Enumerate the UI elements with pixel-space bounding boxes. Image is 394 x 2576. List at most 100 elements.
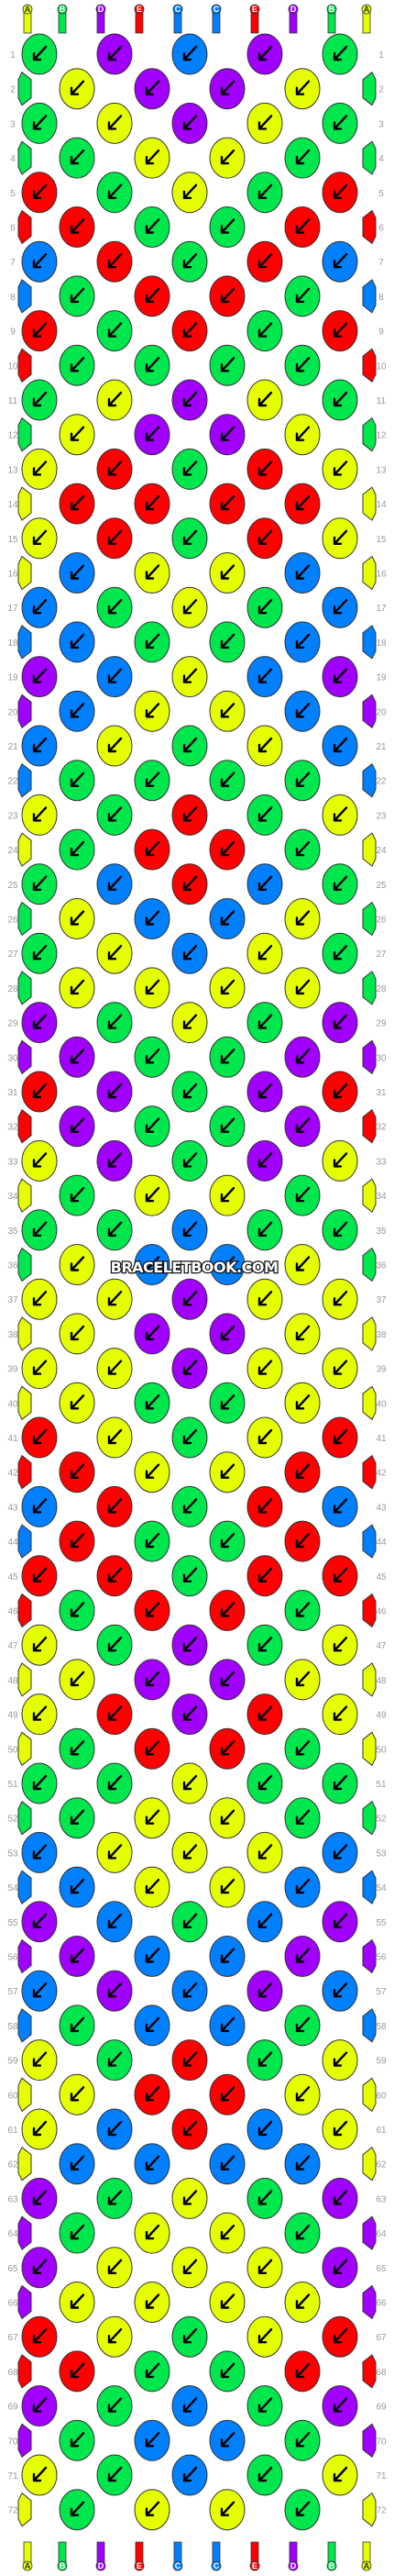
knot bbox=[171, 1348, 208, 1390]
knot bbox=[209, 760, 246, 802]
knot bbox=[21, 2177, 58, 2219]
strand: C bbox=[172, 4, 183, 34]
edge-strand-left bbox=[17, 1039, 32, 1075]
knot bbox=[21, 172, 58, 214]
row-number-left: 64 bbox=[7, 2229, 18, 2239]
knot bbox=[322, 33, 358, 75]
strand-label: C bbox=[175, 2561, 181, 2570]
edge-strand-right bbox=[362, 416, 377, 452]
edge-strand-left bbox=[17, 209, 32, 245]
knot bbox=[171, 1901, 208, 1943]
knot bbox=[209, 1797, 246, 1839]
row-number-right: 3 bbox=[378, 119, 384, 129]
row-number-right: 66 bbox=[376, 2299, 387, 2309]
knot bbox=[171, 240, 208, 283]
knot bbox=[59, 414, 95, 456]
knot bbox=[59, 967, 95, 1009]
edge-strand-left bbox=[17, 1870, 32, 1904]
row-number-right: 70 bbox=[376, 2437, 387, 2447]
edge-strand-right bbox=[362, 2077, 377, 2113]
knot bbox=[134, 967, 170, 1009]
knot bbox=[284, 760, 321, 802]
edge-strand-left bbox=[17, 1108, 32, 1144]
knot bbox=[134, 1174, 170, 1216]
row-number-left: 18 bbox=[7, 638, 18, 649]
edge-strand-left bbox=[17, 1800, 32, 1836]
edge-strand-right bbox=[362, 625, 377, 660]
row-number-right: 46 bbox=[376, 1607, 387, 1617]
strand-label: C bbox=[213, 2561, 220, 2570]
knot bbox=[209, 1382, 246, 1424]
knot bbox=[171, 656, 208, 698]
knot bbox=[246, 2247, 283, 2289]
knot bbox=[59, 2143, 95, 2185]
edge-strand-right bbox=[362, 901, 377, 937]
knot bbox=[209, 1590, 246, 1631]
knot bbox=[96, 794, 133, 836]
knot bbox=[284, 414, 321, 456]
knot bbox=[59, 1174, 95, 1216]
knot bbox=[171, 1071, 208, 1113]
row-number-right: 53 bbox=[376, 1849, 387, 1859]
knot bbox=[96, 2247, 133, 2289]
knot bbox=[209, 621, 246, 663]
knot bbox=[21, 1624, 58, 1666]
edge-strand-left bbox=[17, 2492, 32, 2527]
row-number-left: 52 bbox=[7, 1815, 18, 1825]
knot bbox=[322, 517, 358, 560]
knot bbox=[171, 1485, 208, 1527]
knot bbox=[134, 1313, 170, 1355]
row-number-right: 22 bbox=[376, 777, 387, 787]
edge-strand-right bbox=[362, 2492, 377, 2527]
row-number-right: 6 bbox=[378, 224, 384, 234]
knot bbox=[21, 1831, 58, 1873]
knot bbox=[171, 586, 208, 628]
row-number-right: 13 bbox=[376, 465, 387, 475]
knot bbox=[134, 1451, 170, 1493]
knot bbox=[96, 2039, 133, 2082]
knot bbox=[322, 2454, 358, 2496]
knot bbox=[21, 2247, 58, 2289]
knot bbox=[284, 1866, 321, 1908]
row-number-right: 36 bbox=[376, 1261, 387, 1271]
row-number-left: 41 bbox=[7, 1434, 18, 1444]
row-number-right: 50 bbox=[376, 1745, 387, 1755]
knot bbox=[171, 1209, 208, 1251]
knot bbox=[322, 2385, 358, 2427]
strand: D bbox=[288, 2541, 299, 2571]
knot bbox=[246, 656, 283, 698]
knot bbox=[284, 1520, 321, 1562]
edge-strand-right bbox=[362, 486, 377, 521]
knot bbox=[246, 1555, 283, 1597]
row-number-right: 43 bbox=[376, 1503, 387, 1513]
row-number-right: 38 bbox=[376, 1330, 387, 1340]
edge-strand-left bbox=[17, 2354, 32, 2389]
row-number-left: 51 bbox=[7, 1780, 18, 1790]
row-number-right: 47 bbox=[376, 1641, 387, 1651]
knot bbox=[134, 2004, 170, 2047]
knot bbox=[246, 2039, 283, 2082]
row-number-left: 32 bbox=[7, 1123, 18, 1133]
knot bbox=[171, 1970, 208, 2012]
edge-strand-left bbox=[17, 2215, 32, 2250]
knot bbox=[59, 2212, 95, 2254]
knot bbox=[21, 1555, 58, 1597]
knot bbox=[59, 206, 95, 248]
knot bbox=[134, 68, 170, 110]
knot bbox=[134, 621, 170, 663]
knot bbox=[96, 1348, 133, 1390]
